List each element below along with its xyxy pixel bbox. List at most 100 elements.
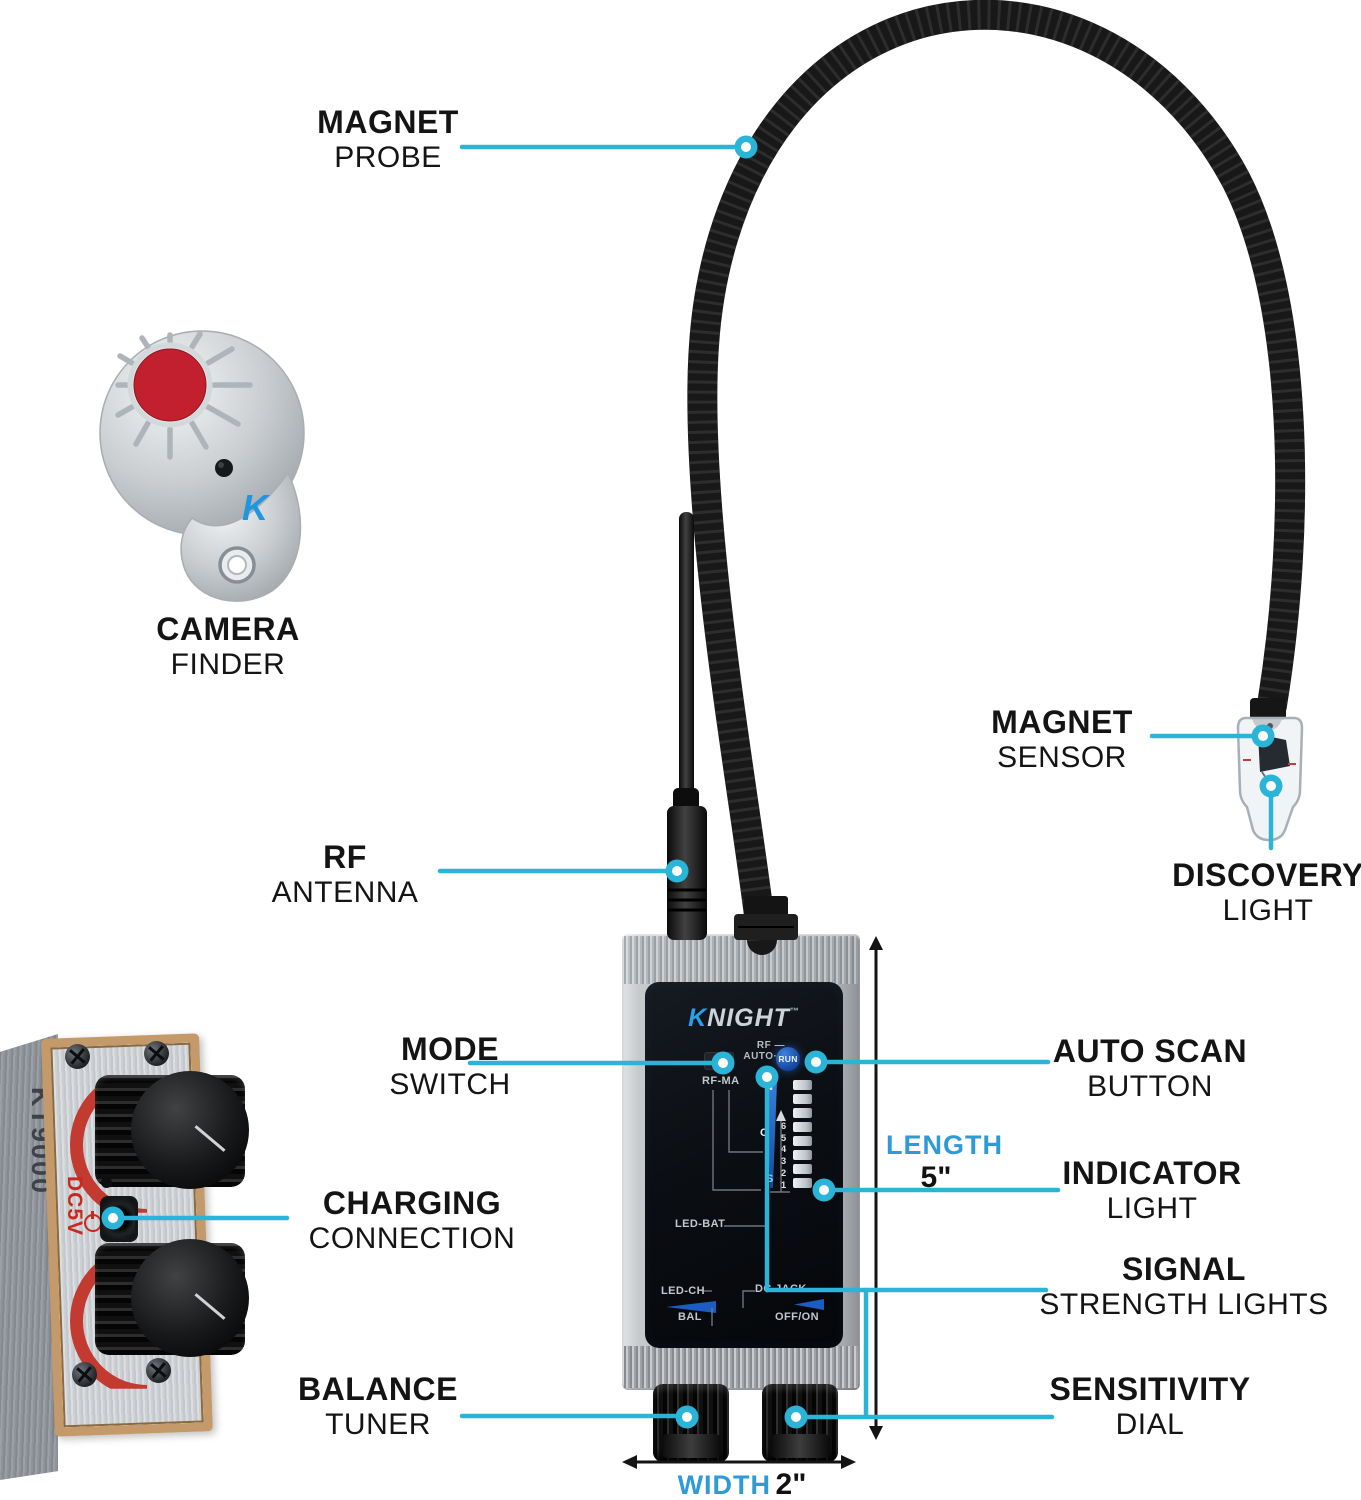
camera-finder-button[interactable]	[215, 459, 233, 477]
width-arrow-right-icon	[841, 1455, 856, 1469]
label-balance-l1: BALANCE	[298, 1371, 458, 1407]
label-rf-antenna-l1: RF	[323, 839, 367, 875]
width-dimension-label: WIDTH 2"	[678, 1468, 807, 1500]
offon-wedge-icon	[794, 1299, 824, 1310]
label-signal-l2: STRENGTH LIGHTS	[1039, 1287, 1329, 1321]
brand-logo-rest: NIGHT	[707, 1004, 790, 1032]
label-indicator-l1: INDICATOR	[1062, 1155, 1242, 1191]
magnet-sensor-dot	[1251, 724, 1275, 748]
rf-ma-label: RF-MA	[702, 1075, 740, 1087]
rf-legend-line: RF —	[756, 1040, 785, 1051]
label-auto-scan-l1: AUTO SCAN	[1052, 1033, 1248, 1069]
length-dimension-label: LENGTH 5"	[886, 1130, 1003, 1195]
label-sensitivity-l1: SENSITIVITY	[1049, 1371, 1251, 1407]
camera-finder-button-highlight	[218, 462, 224, 468]
width-arrow-left-icon	[622, 1455, 637, 1469]
screw-top-right	[144, 1041, 169, 1066]
kt9000-side-device: KT9000 DC5V	[0, 1028, 260, 1500]
streak-letter-o: O	[760, 1127, 769, 1139]
label-balance-l2: TUNER	[325, 1407, 431, 1441]
balance-knob-face	[661, 1434, 721, 1458]
magnet-probe-dot	[734, 135, 758, 159]
label-magnet-probe-l1: MAGNET	[317, 104, 459, 140]
run-button[interactable]: RUN	[776, 1047, 800, 1071]
kt9000-top-knob-face	[131, 1071, 249, 1189]
screw-top-left	[65, 1044, 90, 1069]
length-word: LENGTH	[886, 1130, 1003, 1160]
label-charging-connection: CHARGING CONNECTION	[308, 1185, 516, 1255]
label-magnet-probe: MAGNET PROBE	[317, 104, 459, 174]
camera-finder-sunburst	[115, 331, 253, 460]
camera-finder-lens	[133, 348, 207, 422]
label-mode-switch-l1: MODE	[400, 1031, 499, 1067]
led-segment	[793, 1164, 812, 1174]
scale-number-6: 6	[780, 1121, 787, 1132]
led-segment	[793, 1150, 812, 1160]
off-on-label: OFF/ON	[775, 1311, 819, 1323]
label-rf-antenna: RF ANTENNA	[271, 839, 419, 909]
screw-bottom-right	[146, 1358, 171, 1383]
streak-letter-s: S	[766, 1173, 774, 1185]
label-auto-scan-l2: BUTTON	[1087, 1069, 1213, 1103]
label-sensitivity-dial: SENSITIVITY DIAL	[1049, 1371, 1251, 1441]
balance-tuner-knob[interactable]	[653, 1384, 729, 1462]
label-magnet-sensor-l2: SENSOR	[997, 740, 1127, 774]
rf-antenna-element	[667, 512, 707, 940]
discovery-light-dot	[1259, 774, 1283, 798]
led-segment	[793, 1108, 812, 1118]
kt9000-bottom-knob[interactable]	[95, 1239, 249, 1357]
mode-switch-control[interactable]	[704, 1052, 734, 1070]
label-mode-switch-l2: SWITCH	[389, 1067, 511, 1101]
dc-charging-port[interactable]	[100, 1196, 138, 1242]
led-bat-label: LED-BAT	[675, 1218, 726, 1230]
scale-number-5: 5	[780, 1132, 787, 1144]
led-ch-label: LED-CH	[661, 1285, 705, 1297]
label-magnet-probe-l2: PROBE	[334, 140, 442, 174]
detector-front-panel: KNIGHT™ RF — AUTO··· RUN RF-MA N O S	[645, 982, 843, 1348]
kt9000-top-knob[interactable]	[95, 1071, 249, 1189]
brand-logo-tm: ™	[789, 1006, 800, 1016]
brand-logo: KNIGHT™	[645, 1004, 843, 1033]
sensitivity-dial-knob[interactable]	[762, 1384, 838, 1462]
label-discovery-light-l1: DISCOVERY	[1172, 857, 1361, 893]
led-segment	[793, 1080, 812, 1090]
sensitivity-knob-face	[770, 1434, 830, 1458]
scale-number-4: 4	[780, 1144, 787, 1156]
screw-bottom-left	[72, 1362, 97, 1387]
length-arrow-down-icon	[869, 1426, 883, 1440]
label-charging-l1: CHARGING	[322, 1185, 502, 1221]
label-signal-l1: SIGNAL	[1122, 1251, 1246, 1287]
label-discovery-light: DISCOVERY LIGHT	[1172, 857, 1361, 927]
length-value: 5"	[920, 1161, 952, 1194]
label-camera-finder-l2: FINDER	[170, 647, 286, 681]
label-sensitivity-l2: DIAL	[1115, 1407, 1185, 1441]
detector-device: KNIGHT™ RF — AUTO··· RUN RF-MA N O S	[622, 934, 860, 1462]
scale-number-1: 1	[780, 1179, 787, 1191]
led-segment	[793, 1094, 812, 1104]
detector-top-band	[624, 936, 858, 984]
brand-logo-k: K	[688, 1004, 708, 1032]
camera-finder-lens-ring	[127, 342, 213, 428]
auto-legend-line: AUTO···	[743, 1051, 785, 1062]
led-segment	[793, 1136, 812, 1146]
length-arrow-up-icon	[869, 936, 883, 950]
label-camera-finder-l1: CAMERA	[156, 611, 300, 647]
label-balance-tuner: BALANCE TUNER	[298, 1371, 458, 1441]
rf-auto-legend: RF — AUTO···	[741, 1040, 785, 1062]
label-charging-l2: CONNECTION	[308, 1221, 516, 1255]
kt9000-bottom-knob-face	[131, 1239, 249, 1357]
dc-jack-label: DC JACK	[755, 1283, 807, 1295]
led-segment	[793, 1178, 812, 1188]
bal-label: BAL	[678, 1311, 702, 1323]
width-word: WIDTH	[677, 1470, 772, 1500]
label-indicator-l2: LIGHT	[1106, 1191, 1198, 1225]
discovery-light-led	[1262, 777, 1272, 787]
label-rf-antenna-l2: ANTENNA	[271, 875, 419, 909]
width-value: 2"	[775, 1468, 807, 1500]
dc5v-label: DC5V	[63, 1175, 86, 1237]
label-magnet-sensor: MAGNET SENSOR	[991, 704, 1133, 774]
kt9000-led-dot	[101, 1177, 112, 1188]
label-indicator-light: INDICATOR LIGHT	[1062, 1155, 1242, 1225]
streak-letter-n: N	[765, 1081, 773, 1093]
signal-strength-led-column	[793, 1080, 812, 1192]
